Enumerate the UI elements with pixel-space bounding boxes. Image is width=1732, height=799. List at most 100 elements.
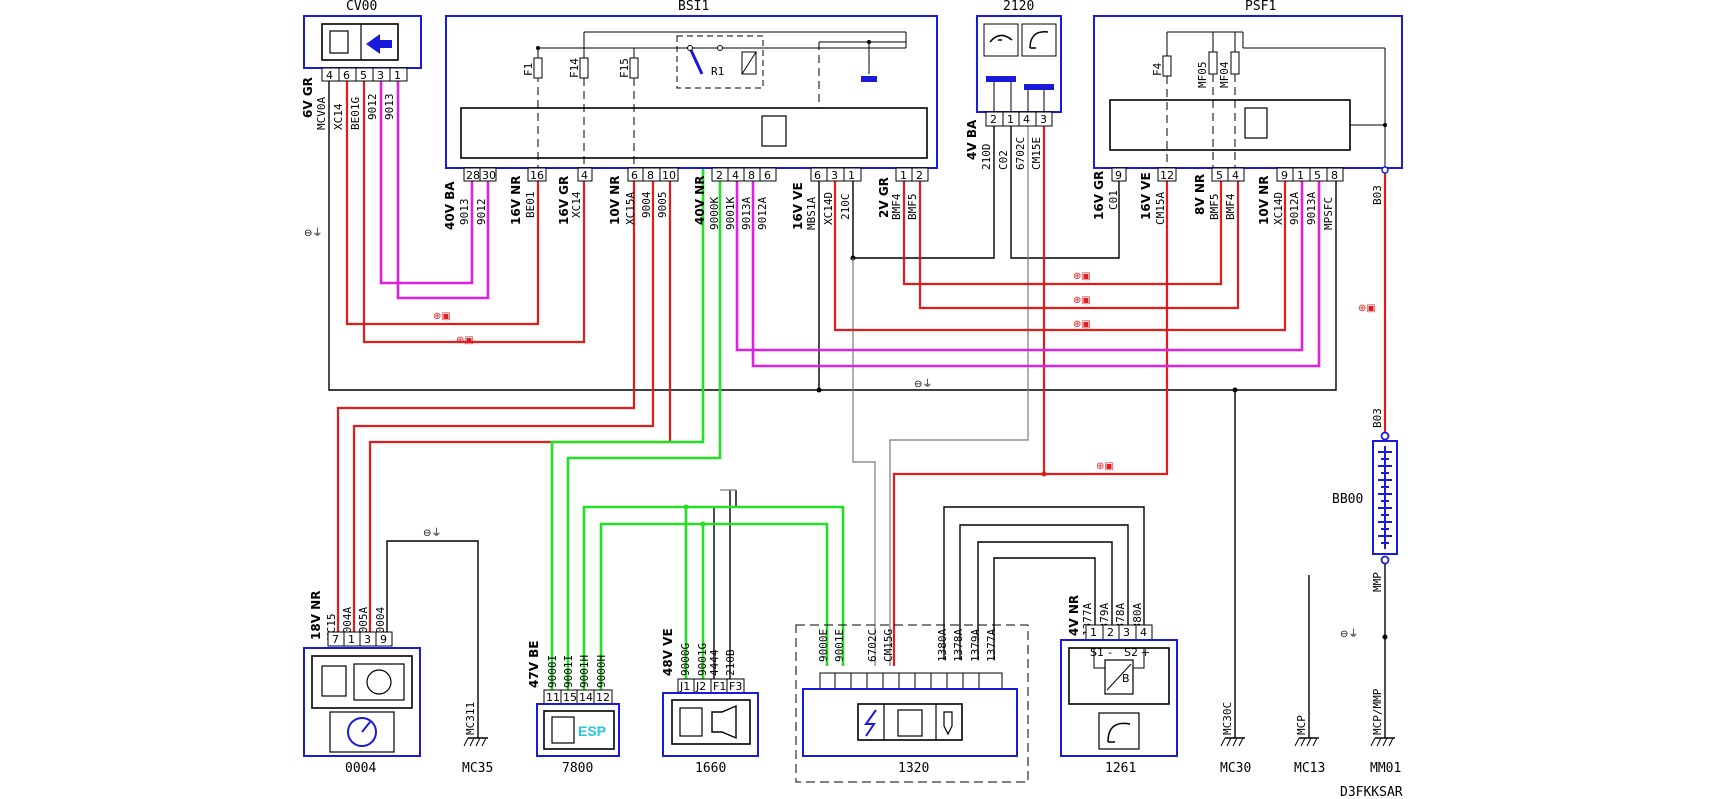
ecu-icon <box>897 709 923 737</box>
svg-text:4: 4 <box>326 69 333 82</box>
ecu-icon <box>329 30 349 54</box>
svg-text:9000I: 9000I <box>546 655 559 688</box>
cv00-pins: 4 6 5 3 1 <box>326 68 401 82</box>
gauge-icon <box>366 669 392 695</box>
svg-text:4: 4 <box>1232 169 1239 182</box>
svg-text:CM15A: CM15A <box>1154 192 1167 225</box>
svg-text:48V VE: 48V VE <box>661 628 675 676</box>
svg-text:3: 3 <box>831 169 838 182</box>
psf1-pins: 9 12 5 4 9 1 5 8 <box>1111 167 1344 182</box>
svg-text:S1: S1 <box>1090 646 1104 659</box>
driver-icon <box>989 34 1013 43</box>
svg-text:9001G: 9001G <box>696 643 709 676</box>
svg-text:9013: 9013 <box>383 94 396 121</box>
svg-text:6: 6 <box>814 169 821 182</box>
svg-text:9012: 9012 <box>475 199 488 226</box>
svg-text:210B: 210B <box>724 649 737 676</box>
svg-text:16V GR: 16V GR <box>557 176 571 225</box>
ecu-icon <box>761 115 787 147</box>
svg-text:14: 14 <box>579 691 593 704</box>
svg-text:MF04: MF04 <box>1218 61 1231 88</box>
svg-text:J2: J2 <box>695 680 706 693</box>
svg-text:9013: 9013 <box>458 199 471 226</box>
svg-text:6702C: 6702C <box>1014 137 1027 170</box>
bb00-label: BB00 <box>1332 492 1363 507</box>
svg-text:28: 28 <box>466 169 480 182</box>
svg-text:1: 1 <box>1297 169 1304 182</box>
svg-text:9000H: 9000H <box>595 655 608 688</box>
svg-text:4V NR: 4V NR <box>1067 595 1081 636</box>
c1261-label: 1261 <box>1105 761 1136 776</box>
c0004-label: 0004 <box>345 761 376 776</box>
psf1-label: PSF1 <box>1245 0 1276 14</box>
svg-text:9004: 9004 <box>640 191 653 218</box>
svg-text:16V NR: 16V NR <box>509 176 523 225</box>
svg-text:MM01: MM01 <box>1370 761 1401 776</box>
c2120-label: 2120 <box>1003 0 1034 14</box>
wires-green <box>550 168 845 690</box>
wires-magenta <box>379 76 1321 368</box>
svg-text:⊕▣: ⊕▣ <box>456 335 474 346</box>
horn-icon <box>711 704 737 740</box>
svg-text:4: 4 <box>732 169 739 182</box>
svg-text:9013A: 9013A <box>1305 192 1318 225</box>
ecu-icon <box>679 707 703 737</box>
svg-text:J1: J1 <box>679 680 690 693</box>
svg-text:9001H: 9001H <box>578 655 591 688</box>
relay-r1: R1 <box>676 35 764 89</box>
component-7800: 47V BE 9000I 9001I 9001H 9000H 11 15 14 … <box>527 640 620 776</box>
component-1660: 48V VE 9000G 9001G 4444 210B J1 J2 F1 F3… <box>661 628 759 776</box>
svg-text:9012: 9012 <box>366 94 379 121</box>
svg-text:⊕▣: ⊕▣ <box>433 311 451 322</box>
svg-text:XC14: XC14 <box>332 103 345 130</box>
svg-text:1: 1 <box>348 633 355 646</box>
svg-text:CM15G: CM15G <box>882 629 895 662</box>
bsi1-label: BSI1 <box>678 0 709 14</box>
svg-text:6: 6 <box>764 169 771 182</box>
svg-text:F3: F3 <box>729 680 742 693</box>
arrow-icon <box>366 34 392 54</box>
svg-text:4: 4 <box>1140 626 1147 639</box>
svg-text:1: 1 <box>900 169 907 182</box>
svg-text:16V VE: 16V VE <box>1139 172 1153 220</box>
svg-text:9: 9 <box>380 633 387 646</box>
component-2120: 2120 2 1 4 3 4V BA 210D C02 6702C CM15E <box>965 0 1062 170</box>
svg-text:9012A: 9012A <box>756 197 769 230</box>
svg-text:MMP: MMP <box>1371 572 1384 592</box>
svg-text:B: B <box>1122 672 1130 685</box>
ecu-icon <box>321 665 347 697</box>
svg-text:16V VE: 16V VE <box>791 182 805 230</box>
svg-text:F15: F15 <box>618 58 631 78</box>
svg-text:16V GR: 16V GR <box>1092 171 1106 220</box>
svg-text:⊕▣: ⊕▣ <box>1073 271 1091 282</box>
svg-text:6: 6 <box>631 169 638 182</box>
svg-text:6: 6 <box>343 69 350 82</box>
ground-mc35: MC311 MC35 <box>462 702 493 776</box>
svg-text:4: 4 <box>581 169 588 182</box>
svg-text:1: 1 <box>1090 626 1097 639</box>
svg-text:9001E: 9001E <box>833 629 846 662</box>
ground-mc13: MCP MC13 <box>1294 715 1325 776</box>
wires-black <box>328 76 1388 738</box>
svg-text:R1: R1 <box>711 65 724 78</box>
component-1261: 4V NR 1377A 1379A 1378A 1380A 1 2 3 4 S1… <box>1060 595 1178 776</box>
svg-text:2: 2 <box>1107 626 1114 639</box>
ground-hatch-icon <box>861 76 877 82</box>
ground-mm01: MCP/MMP MM01 <box>1370 688 1401 776</box>
svg-text:8V NR: 8V NR <box>1193 174 1207 215</box>
svg-text:⊕▣: ⊕▣ <box>1073 319 1091 330</box>
svg-text:B03: B03 <box>1371 185 1384 205</box>
svg-text:9001K: 9001K <box>724 197 737 230</box>
component-1320: 9000E 9001E 6702C CM15G 1380A 1378A 1379… <box>795 624 1029 783</box>
svg-text:16: 16 <box>530 169 544 182</box>
svg-text:⊖⏚: ⊖⏚ <box>304 227 322 239</box>
c7800-label: 7800 <box>562 761 593 776</box>
ecu-icon <box>551 716 575 744</box>
svg-text:12: 12 <box>1160 169 1174 182</box>
psf1-labels: 16V GR C01 16V VE CM15A 8V NR BMF5 BMF4 … <box>1092 166 1389 230</box>
wires-red <box>336 76 1387 666</box>
svg-text:2V GR: 2V GR <box>877 177 891 218</box>
speedometer-icon <box>347 717 377 747</box>
svg-text:10V NR: 10V NR <box>608 176 622 225</box>
